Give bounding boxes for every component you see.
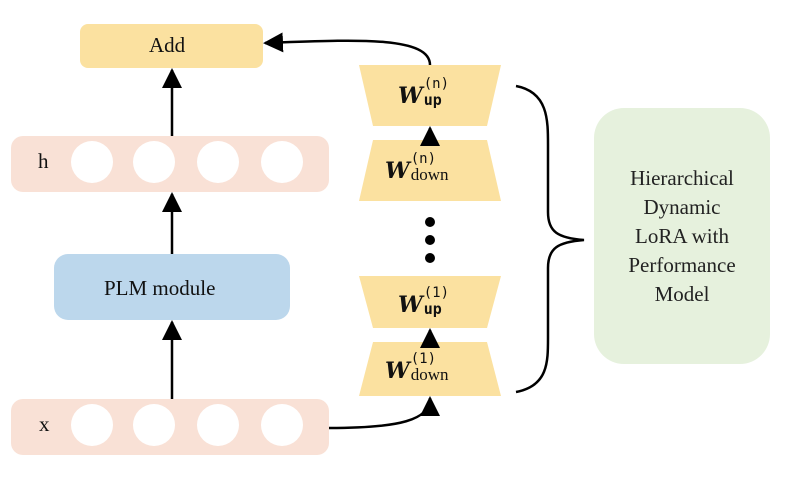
w-symbol: W — [385, 358, 410, 384]
hierarchical-lora-box — [594, 108, 770, 364]
w-superscript: (n) — [410, 151, 437, 167]
lora-down-1-block — [359, 342, 501, 396]
arrow-upn-to-add — [263, 32, 432, 66]
w-subscript: up — [423, 91, 442, 109]
hidden-vector-nodes — [71, 141, 303, 183]
w-superscript: (n) — [423, 76, 450, 92]
w-superscript: (1) — [423, 285, 450, 301]
w-superscript: (1) — [410, 351, 437, 367]
input-node — [133, 404, 175, 446]
add-box — [80, 24, 263, 68]
hierarchical-label-line: Dynamic — [643, 194, 721, 219]
hidden-node — [71, 141, 113, 183]
lora-up-1-block — [359, 276, 501, 328]
ellipsis-dots — [425, 217, 435, 263]
w-up-n-label: W (n) up — [398, 77, 449, 110]
hierarchical-label-line: Hierarchical — [630, 165, 734, 190]
w-subscript: down — [410, 365, 449, 384]
w-subscript: up — [423, 300, 442, 318]
arrows — [162, 32, 440, 430]
hidden-node — [133, 141, 175, 183]
hierarchical-label-line: Performance — [628, 252, 736, 277]
hierarchical-label-line: LoRA with — [635, 223, 729, 248]
w-symbol: W — [385, 158, 410, 184]
curly-brace — [515, 84, 585, 394]
hidden-node — [197, 141, 239, 183]
hidden-node — [261, 141, 303, 183]
w-symbol: W — [398, 292, 423, 318]
lora-up-n-block — [359, 65, 501, 126]
lora-down-n-block — [359, 140, 501, 201]
hidden-vector-label: h — [38, 149, 49, 173]
w-subscript: down — [410, 165, 449, 184]
input-node — [261, 404, 303, 446]
input-node — [71, 404, 113, 446]
add-label: Add — [149, 33, 186, 57]
input-vector-label: x — [39, 412, 50, 436]
w-down-1-label: W (1) down — [385, 352, 449, 385]
w-up-1-label: W (1) up — [398, 286, 449, 319]
hierarchical-lora-label: Hierarchical Dynamic LoRA with Performan… — [594, 108, 770, 364]
arrow-x-to-down1 — [328, 396, 440, 430]
input-vector-nodes — [71, 404, 303, 446]
w-symbol: W — [398, 83, 423, 109]
hierarchical-label-line: Model — [654, 281, 710, 306]
input-node — [197, 404, 239, 446]
w-down-n-label: W (n) down — [385, 152, 449, 185]
plm-module-box — [54, 254, 290, 320]
plm-module-label: PLM module — [104, 276, 216, 300]
